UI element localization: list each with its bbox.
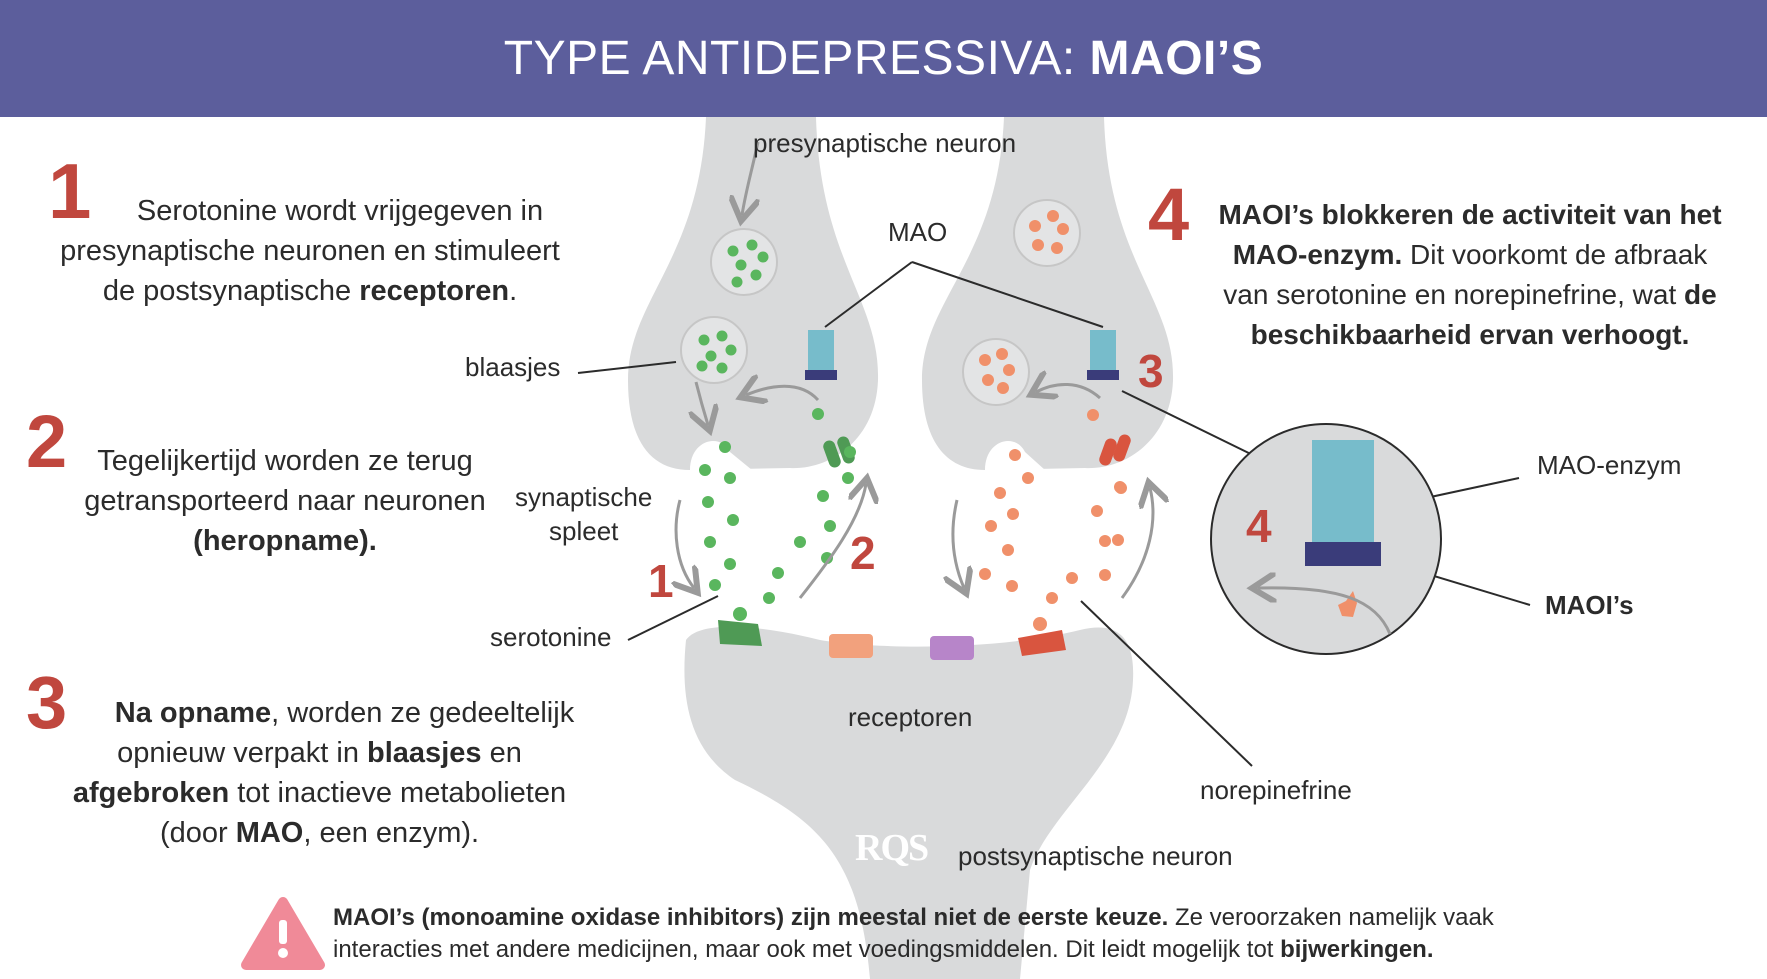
step-1-line-2: presynaptische neuronen en stimuleert	[60, 235, 560, 267]
step-2-line-1: Tegelijkertijd worden ze terug	[97, 445, 473, 477]
label-serotonin: serotonine	[490, 622, 612, 652]
rqs-logo: RQS	[855, 827, 929, 869]
label-norepinephrine: norepinefrine	[1200, 775, 1352, 805]
step-4-line-4: beschikbaarheid ervan verhoogt.	[1250, 319, 1690, 350]
step-3-line-4: (door MAO, een enzym).	[159, 817, 480, 849]
label-maois: MAOI’s	[1545, 590, 1634, 620]
label-mao: MAO	[888, 217, 948, 247]
maoi-block-right	[1087, 370, 1119, 380]
header-bar: TYPE ANTIDEPRESSIVA: MAOI’S	[0, 0, 1767, 117]
footer-warning-text: MAOI’s (monoamine oxidase inhibitors) zi…	[333, 902, 1563, 966]
step-4-line-3: van serotonine en norepinefrine, wat de	[1223, 279, 1717, 310]
step-3-line-2: opnieuw verpakt in blaasjes en	[117, 737, 522, 769]
step-1-text: Serotonine wordt vrijgegeven in presynap…	[50, 191, 570, 311]
maoi-block-zoom	[1305, 542, 1381, 566]
receptor-green	[718, 620, 762, 646]
label-receptors: receptoren	[848, 702, 973, 732]
step-3-line-3: afgebroken tot inactieve metabolieten	[72, 777, 567, 809]
diagram-number-4: 4	[1246, 500, 1272, 552]
label-cleft-line-2: spleet	[549, 516, 619, 546]
vesicle-icon	[962, 338, 1030, 406]
step-1-line-3: de postsynaptische receptoren.	[102, 275, 518, 307]
footer-body: Ze veroorzaken namelijk vaak interacties…	[333, 904, 1494, 963]
step-4-line-2: MAO-enzym. Dit voorkomt de afbraak	[1232, 239, 1708, 270]
label-presynaptic-neuron: presynaptische neuron	[753, 128, 1017, 158]
step-2-number: 2	[26, 400, 68, 483]
serotonin-dots-cleft	[699, 408, 856, 604]
step-2-text: Tegelijkertijd worden ze terug getranspo…	[70, 441, 500, 561]
postsynaptic-neuron	[684, 626, 1134, 979]
diagram-number-2: 2	[850, 527, 876, 579]
step-2-line-2: getransporteerd naar neuronen	[84, 485, 486, 517]
step-1-line-1: Serotonine wordt vrijgegeven in	[136, 195, 544, 227]
step-3-line-1: Na opname, worden ze gedeeltelijk	[114, 697, 575, 729]
receptor-orange	[829, 634, 873, 658]
step-3-number: 3	[26, 661, 68, 744]
label-cleft-line-1: synaptische	[515, 482, 653, 512]
serotonin-dots-vesicles	[696, 239, 769, 374]
label-mao-enzyme: MAO-enzym	[1537, 450, 1682, 480]
diagram-number-3: 3	[1138, 345, 1164, 397]
vesicle-icon	[1013, 199, 1081, 267]
mao-enzyme-left	[808, 330, 834, 370]
footer-bold: MAOI’s (monoamine oxidase inhibitors) zi…	[333, 904, 1169, 931]
receptor-purple	[930, 636, 974, 660]
label-postsynaptic-neuron: postsynaptische neuron	[958, 841, 1233, 871]
step-4-line-1: MAOI’s blokkeren de activiteit van het	[1218, 199, 1722, 230]
norepinephrine-dots-vesicles	[979, 210, 1069, 394]
step-4-number: 4	[1148, 173, 1190, 256]
norepinephrine-dots-cleft	[979, 409, 1127, 604]
step-3-text: Na opname, worden ze gedeeltelijk opnieu…	[62, 693, 577, 853]
step-2-line-3: (heropname).	[193, 525, 377, 557]
presynaptic-neuron-right	[922, 117, 1174, 470]
footer-bold-end: bijwerkingen.	[1280, 936, 1434, 963]
title-bold: MAOI’S	[1089, 32, 1264, 85]
step-4-text: MAOI’s blokkeren de activiteit van het M…	[1205, 195, 1735, 355]
label-vesicles: blaasjes	[465, 352, 561, 382]
mao-enzyme-right	[1090, 330, 1116, 370]
title-prefix: TYPE ANTIDEPRESSIVA:	[503, 32, 1090, 85]
diagram-number-1: 1	[648, 555, 674, 607]
page-title: TYPE ANTIDEPRESSIVA: MAOI’S	[504, 31, 1263, 86]
receptor-red	[1018, 630, 1066, 656]
step-1-number: 1	[48, 147, 92, 235]
mao-enzyme-zoom	[1312, 440, 1374, 542]
vesicle-icon	[680, 316, 748, 384]
maoi-block-left	[805, 370, 837, 380]
